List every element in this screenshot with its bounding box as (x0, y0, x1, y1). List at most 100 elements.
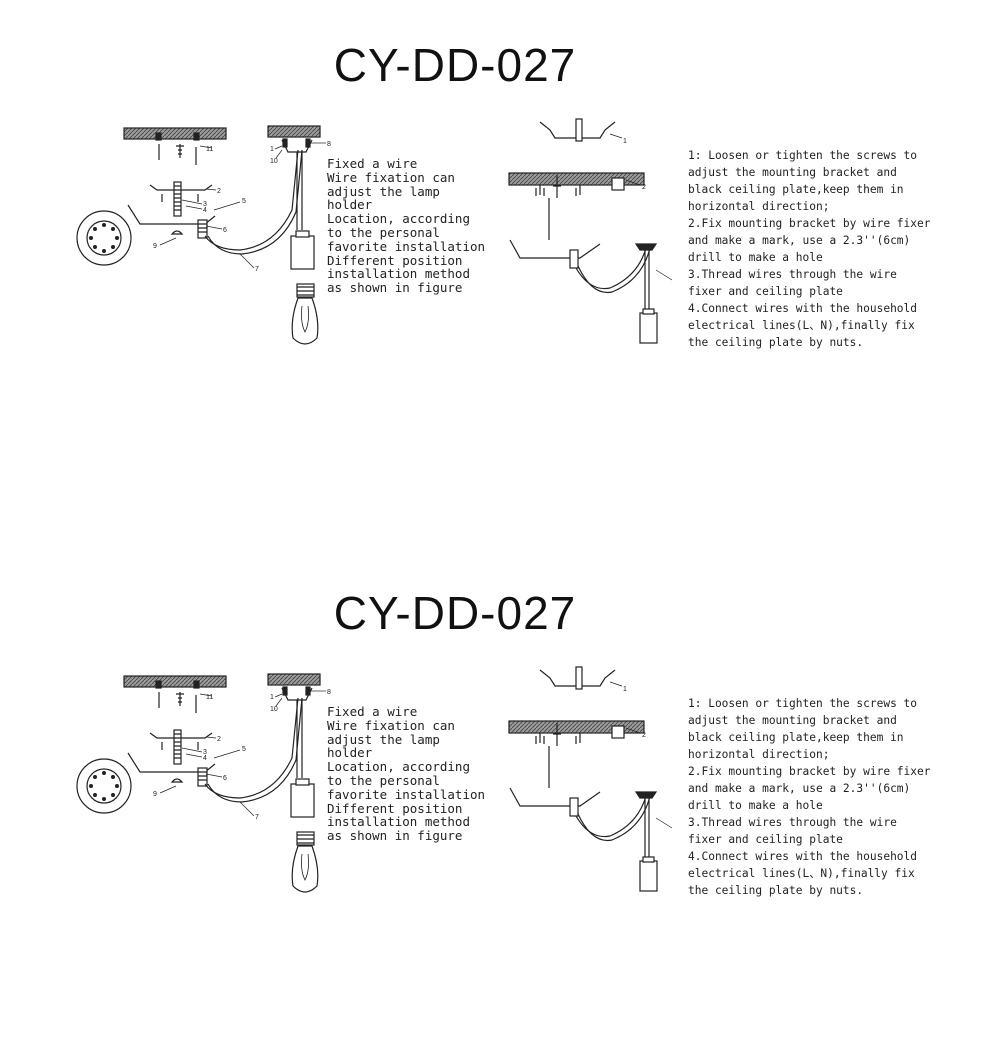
callout-6: 6 (223, 775, 227, 782)
note-line: favorite installation (327, 786, 486, 802)
note-line: holder (327, 745, 373, 761)
step-line: the ceiling plate by nuts. (688, 884, 864, 897)
callout-11: 11 (206, 694, 213, 701)
ceiling-anchor (193, 132, 200, 141)
leader-line (609, 681, 623, 687)
power-cord (577, 795, 651, 842)
note-line: adjust the lamp (327, 731, 440, 747)
callout-5: 5 (242, 746, 246, 753)
note-line: as shown in figure (327, 828, 463, 844)
step-line: drill to make a hole (688, 251, 823, 264)
anchor-screw (535, 733, 545, 744)
plate-holes (89, 223, 119, 253)
assembly-view (508, 118, 673, 344)
note-line: to the personal (327, 772, 440, 788)
step-line: adjust the mounting bracket and (688, 714, 897, 727)
installation-diagram: 11 2 3 4 5 6 7 8 9 10 1 (76, 666, 673, 893)
canopy-screw (305, 686, 311, 696)
lamp-holder-collar (295, 230, 310, 238)
note-line: Wire fixation can (327, 717, 455, 733)
rod-thread (174, 733, 181, 759)
edison-bulb (291, 283, 319, 345)
model-title: CY-DD-027 (333, 587, 577, 639)
wire-fixer-thread (198, 223, 207, 233)
edison-bulb (291, 831, 319, 893)
callout-10: 10 (270, 158, 278, 165)
ceiling-plate-top-view (76, 210, 132, 266)
step-line: horizontal direction; (688, 748, 830, 761)
step-line: 4.Connect wires with the household (688, 302, 918, 315)
callout-8: 8 (327, 141, 331, 148)
lamp-holder (639, 860, 658, 892)
installation-steps: 1: Loosen or tighten the screws to adjust… (688, 695, 998, 899)
step-line: fixer and ceiling plate (688, 285, 843, 298)
note-line: as shown in figure (327, 280, 463, 296)
anchor-screw (575, 185, 581, 196)
step-line: 4.Connect wires with the household (688, 850, 918, 863)
note-line: favorite installation (327, 238, 486, 254)
ceiling-plate (509, 787, 601, 807)
step-line: fixer and ceiling plate (688, 833, 843, 846)
ceiling-anchor (155, 132, 162, 141)
note-line: holder (327, 197, 373, 213)
anchor-screw (553, 175, 561, 198)
step-line: drill to make a hole (688, 799, 823, 812)
callout-7: 7 (255, 266, 259, 273)
step-line: horizontal direction; (688, 200, 830, 213)
anchor-screw (553, 723, 561, 746)
step-line: 2.Fix mounting bracket by wire fixer (688, 765, 931, 778)
plate-holes (89, 771, 119, 801)
bracket-in-ceiling (611, 725, 625, 739)
assembly-callouts: 1 2 (623, 686, 646, 739)
bracket-stud (575, 118, 583, 142)
assembly-view (508, 666, 673, 892)
callout-4: 4 (203, 207, 207, 214)
note-line: Fixed a wire (327, 704, 418, 719)
step-line: black ceiling plate,keep them in (688, 731, 904, 744)
wire-fixer (197, 219, 208, 239)
callout-11: 11 (206, 146, 213, 153)
lamp-holder (639, 312, 658, 344)
callout-numbers: 11 2 3 4 5 6 7 8 9 10 1 (153, 141, 331, 273)
power-cord (204, 149, 299, 251)
wire-fixer (569, 797, 579, 817)
ceiling-plate (127, 752, 216, 773)
canopy-screw (305, 138, 311, 148)
rod-thread (174, 185, 181, 211)
threaded-rod (173, 729, 182, 765)
exploded-view (76, 125, 326, 345)
step-line: electrical lines(L、N),finally fix (688, 319, 915, 332)
leader-line (655, 269, 673, 281)
ceiling-plate (509, 239, 601, 259)
step-line: 1: Loosen or tighten the screws to (688, 697, 918, 710)
callout-3: 3 (203, 201, 207, 208)
lamp-holder (290, 783, 315, 818)
ceiling-slab (508, 172, 645, 186)
wire-fixer (197, 767, 208, 787)
leader-line (625, 727, 641, 734)
ceiling-slab (267, 125, 321, 138)
step-line: black ceiling plate,keep them in (688, 183, 904, 196)
callout-7: 7 (255, 814, 259, 821)
bracket-stud (575, 666, 583, 690)
power-cord (207, 697, 303, 803)
wire-fixer (569, 249, 579, 269)
leader-lines (159, 690, 326, 817)
ceiling-slab (123, 127, 227, 140)
anchor-screw (535, 185, 545, 196)
ceiling-plate (127, 204, 216, 225)
callout-1: 1 (623, 686, 627, 693)
step-line: the ceiling plate by nuts. (688, 336, 864, 349)
ceiling-plate-top-view-inner (86, 220, 122, 256)
canopy-screw (282, 138, 288, 148)
callout-2: 2 (217, 188, 221, 195)
step-line: 2.Fix mounting bracket by wire fixer (688, 217, 931, 230)
instruction-panel: CY-DD-027 (0, 548, 1000, 1048)
note-line: Different position (327, 800, 463, 816)
anchor-plug (176, 693, 184, 703)
callout-1: 1 (270, 146, 274, 153)
note-line: Location, according (327, 211, 470, 227)
installation-diagram: 11 2 3 4 5 6 7 8 9 10 1 (76, 118, 673, 345)
callout-numbers: 11 2 3 4 5 6 7 8 9 10 1 (153, 689, 331, 821)
